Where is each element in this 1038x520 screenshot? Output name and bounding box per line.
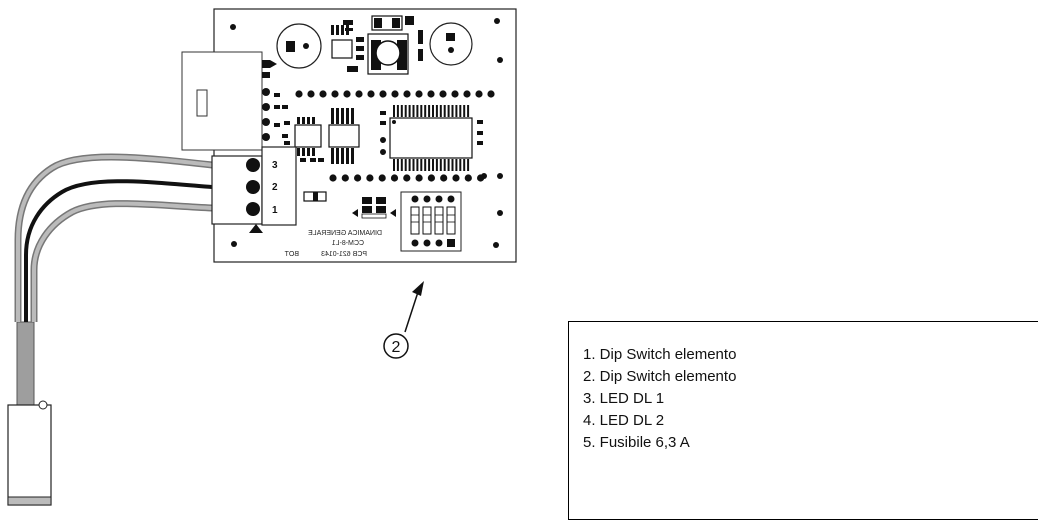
- legend-box: 1. Dip Switch elemento 2. Dip Switch ele…: [568, 321, 1038, 520]
- silk-line-3: PCB 621-0143: [321, 251, 367, 258]
- led-pair: [352, 197, 396, 219]
- terminal-connector: 3 2 1: [211, 146, 297, 233]
- callout-number-badge: 2: [383, 333, 409, 359]
- small-ics: [284, 108, 360, 164]
- legend-item: 3. LED DL 1: [583, 390, 665, 407]
- capacitors: [276, 22, 473, 69]
- dip-switch: [400, 191, 462, 252]
- left-pin-column: [262, 60, 288, 141]
- pad-row-bottom: [329, 174, 485, 182]
- side-tab: [181, 51, 263, 151]
- silk-line-1: DINAMICA GENERALE: [308, 230, 382, 237]
- main-chip: [380, 105, 483, 171]
- legend-list: 1. Dip Switch elemento 2. Dip Switch ele…: [583, 344, 736, 454]
- legend-item: 5. Fusibile 6,3 A: [583, 434, 690, 451]
- pin-label-3: 3: [272, 160, 278, 171]
- pin-label-2: 2: [272, 182, 278, 193]
- silk-line-2: CCM-8-L1: [332, 240, 364, 247]
- legend-item: 2. Dip Switch elemento: [583, 368, 737, 385]
- legend-item: 1. Dip Switch elemento: [583, 346, 737, 363]
- top-components: [331, 15, 423, 75]
- temperature-probe: [7, 321, 52, 506]
- callout-arrow: [404, 281, 424, 333]
- mounting-holes: [230, 18, 503, 248]
- legend-item: 4. LED DL 2: [583, 412, 665, 429]
- callout-number: 2: [392, 339, 401, 356]
- diode: [303, 191, 327, 202]
- pin-label-1: 1: [272, 205, 278, 216]
- cables: [14, 153, 213, 322]
- silk-line-4: BOT: [284, 251, 299, 258]
- silkscreen-text: DINAMICA GENERALE CCM-8-L1 PCB 621-0143 …: [284, 230, 382, 258]
- pad-row-top: [295, 90, 495, 98]
